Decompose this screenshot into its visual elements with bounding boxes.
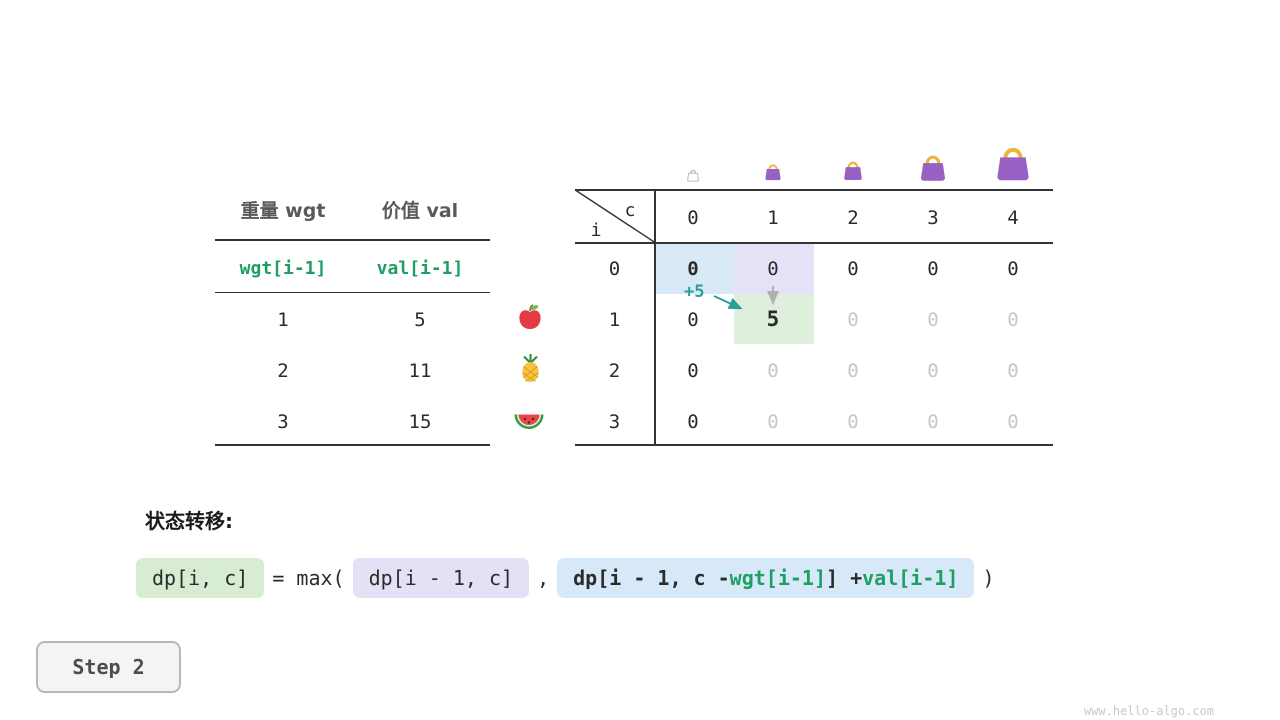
bag-xlarge-icon bbox=[997, 147, 1029, 181]
dp-cell: 0 bbox=[927, 258, 939, 280]
highlight-prev-cell bbox=[734, 244, 814, 294]
dp-col-header: 4 bbox=[1007, 207, 1019, 229]
dp-axis-col-label: c bbox=[624, 200, 636, 221]
dp-table-top-rule bbox=[575, 189, 1053, 191]
formula-lhs-box: dp[i, c] bbox=[136, 558, 265, 598]
dp-cell: 0 bbox=[687, 258, 699, 280]
dp-row-label: 0 bbox=[608, 258, 621, 280]
dp-cell: 0 bbox=[1007, 411, 1019, 433]
item-weight: 1 bbox=[277, 309, 289, 331]
watermark: www.hello-algo.com bbox=[1083, 704, 1214, 718]
dp-cell: 0 bbox=[687, 309, 699, 331]
items-table-header-value: 价值 val bbox=[381, 200, 459, 222]
formula-option2-box: dp[i - 1, c - wgt[i-1]] + val[i-1] bbox=[557, 558, 975, 598]
dp-row-label: 2 bbox=[608, 360, 621, 382]
dp-cell: 0 bbox=[927, 309, 939, 331]
bag-medium-icon bbox=[844, 161, 862, 181]
dp-cell: 0 bbox=[1007, 309, 1019, 331]
transition-add-value-annotation: +5 bbox=[684, 282, 705, 302]
bag-large-icon bbox=[921, 155, 945, 181]
state-transition-formula: dp[i, c] = max( dp[i - 1, c] , dp[i - 1,… bbox=[136, 558, 1003, 598]
dp-cell: 0 bbox=[687, 360, 699, 382]
item-value: 5 bbox=[414, 309, 426, 331]
items-table-header-weight: 重量 wgt bbox=[240, 200, 326, 222]
dp-row-label: 3 bbox=[608, 411, 621, 433]
item-value: 15 bbox=[408, 411, 432, 433]
items-table-val-formula: val[i-1] bbox=[376, 258, 464, 279]
dp-table-vertical-rule bbox=[654, 189, 656, 446]
bag-small-icon bbox=[765, 164, 781, 181]
bag-empty-icon bbox=[687, 169, 699, 182]
formula-option2-mid: ] + bbox=[826, 566, 863, 590]
formula-separator: , bbox=[537, 566, 550, 590]
watermelon-icon bbox=[514, 414, 544, 429]
dp-table-header-rule bbox=[575, 242, 1053, 244]
dp-cell: 0 bbox=[767, 411, 779, 433]
formula-option2-val-token: val[i-1] bbox=[862, 566, 959, 590]
dp-axis-row-label: i bbox=[590, 220, 602, 241]
dp-cell: 0 bbox=[927, 411, 939, 433]
dp-col-header: 1 bbox=[767, 207, 779, 229]
formula-option2-prefix: dp[i - 1, c - bbox=[573, 566, 730, 590]
formula-option1-box: dp[i - 1, c] bbox=[352, 558, 530, 598]
state-transition-label: 状态转移: bbox=[145, 509, 233, 533]
dp-cell: 0 bbox=[847, 360, 859, 382]
dp-cell-result: 5 bbox=[766, 307, 780, 331]
dp-cell: 0 bbox=[1007, 258, 1019, 280]
dp-col-header: 3 bbox=[927, 207, 939, 229]
dp-cell: 0 bbox=[847, 258, 859, 280]
formula-operator: = max( bbox=[272, 566, 345, 590]
items-table-mid-rule bbox=[215, 292, 490, 293]
dp-cell: 0 bbox=[767, 258, 779, 280]
dp-table-bottom-rule bbox=[575, 444, 1053, 446]
items-table-wgt-formula: wgt[i-1] bbox=[239, 258, 327, 279]
formula-option2-wgt-token: wgt[i-1] bbox=[729, 566, 826, 590]
pineapple-icon bbox=[522, 354, 539, 382]
items-table-top-rule bbox=[215, 239, 490, 241]
dp-cell: 0 bbox=[687, 411, 699, 433]
step-badge: Step 2 bbox=[36, 641, 181, 693]
dp-cell: 0 bbox=[847, 411, 859, 433]
apple-icon bbox=[519, 304, 541, 329]
dp-cell: 0 bbox=[847, 309, 859, 331]
item-value: 11 bbox=[408, 360, 432, 382]
dp-col-header: 0 bbox=[687, 207, 699, 229]
item-weight: 3 bbox=[277, 411, 289, 433]
dp-cell: 0 bbox=[767, 360, 779, 382]
dp-cell: 0 bbox=[1007, 360, 1019, 382]
items-table-bottom-rule bbox=[215, 444, 490, 446]
dp-row-label: 1 bbox=[608, 309, 621, 331]
highlight-prev-same-capacity bbox=[655, 244, 734, 294]
dp-col-header: 2 bbox=[847, 207, 859, 229]
dp-cell: 0 bbox=[927, 360, 939, 382]
formula-close-paren: ) bbox=[982, 566, 995, 590]
item-weight: 2 bbox=[277, 360, 289, 382]
